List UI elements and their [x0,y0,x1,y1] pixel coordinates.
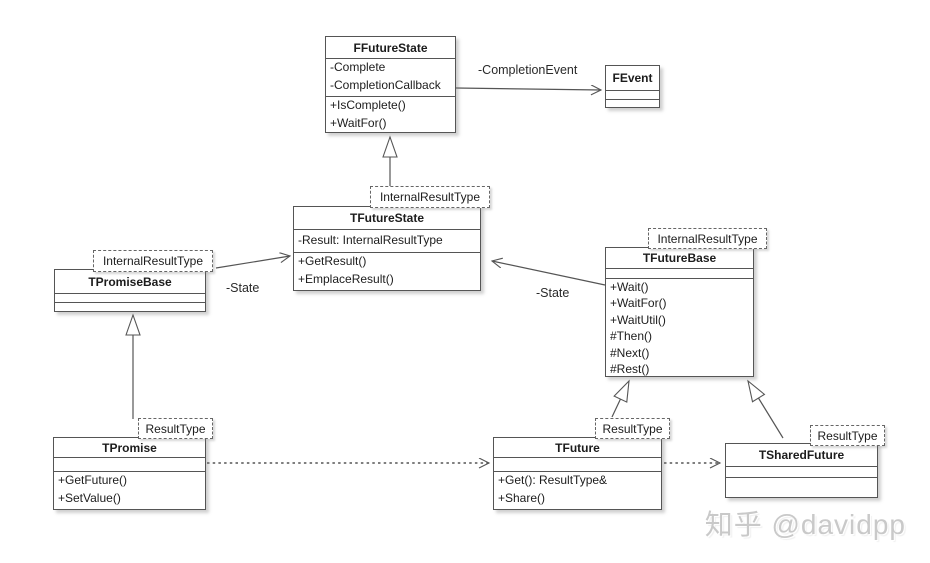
attribute: -Complete [330,60,386,74]
attributes-compartment: -Result: InternalResultType [294,229,480,252]
class-tpromise[interactable]: TPromise +GetFuture() +SetValue() [53,437,206,510]
method: #Next() [610,345,650,360]
attributes-compartment [54,457,205,471]
template-param-tag-tfuturestate: InternalResultType [370,186,490,208]
class-ffuturestate[interactable]: FFutureState -Complete -CompletionCallba… [325,36,456,133]
template-param-tag-tpromise: ResultType [138,418,213,439]
zhihu-watermark: 知乎 @davidpp [704,509,906,540]
class-title: TFuture [555,440,600,455]
method: +Get(): ResultType& [498,473,608,487]
edge-association-completionevent [455,88,601,90]
class-tfuture[interactable]: TFuture +Get(): ResultType& +Share() [493,437,662,510]
class-title: FEvent [612,71,653,85]
edge-label-completionevent: -CompletionEvent [478,63,578,77]
edge-generalization-tfuture-tfuturebase [611,379,630,418]
method: +SetValue() [58,490,121,505]
methods-compartment: +Get(): ResultType& +Share() [494,471,661,509]
class-title: TPromise [102,440,157,455]
template-param-tag-tfuture: ResultType [595,418,670,439]
methods-compartment [606,99,659,107]
method: +EmplaceResult() [298,271,394,286]
attributes-compartment: -Complete -CompletionCallback [326,58,455,96]
attributes-compartment [606,268,753,278]
template-param-tag-tfuturebase: InternalResultType [648,228,767,249]
class-tpromisebase[interactable]: TPromiseBase [54,269,206,312]
class-tfuturebase[interactable]: TFutureBase +Wait() +WaitFor() +WaitUtil… [605,247,754,377]
attribute: -Result: InternalResultType [298,233,443,247]
class-title: TSharedFuture [758,448,845,462]
edge-association-state-right [492,261,606,286]
methods-compartment: +IsComplete() +WaitFor() [326,96,455,132]
method: +Share() [498,490,546,505]
class-title: TFutureState [349,211,424,225]
class-fevent[interactable]: FEvent [605,65,660,108]
edge-label-state-left: -State [226,281,260,295]
methods-compartment: +GetFuture() +SetValue() [54,471,205,509]
method: +IsComplete() [330,98,406,112]
method: +WaitFor() [610,296,667,311]
method: #Rest() [610,362,650,376]
class-tsharedfuture[interactable]: TSharedFuture [725,443,878,498]
method: +GetFuture() [58,473,128,487]
methods-compartment [726,477,877,497]
method: +WaitFor() [330,115,387,130]
attribute: -CompletionCallback [330,77,441,92]
edge-association-state-left [215,256,290,269]
class-title: FFutureState [353,40,428,55]
method: +Wait() [610,280,649,294]
attributes-compartment [55,293,205,302]
attributes-compartment [606,90,659,99]
methods-compartment: +Wait() +WaitFor() +WaitUtil() #Then() #… [606,278,753,376]
attributes-compartment [494,457,661,471]
edge-label-state-right: -State [536,286,570,300]
method: #Then() [610,329,653,344]
class-tfuturestate[interactable]: TFutureState -Result: InternalResultType… [293,206,481,291]
attributes-compartment [726,466,877,477]
method: +WaitUtil() [610,312,666,327]
edge-generalization-tsharedfuture-tfuturebase [747,379,784,439]
methods-compartment [55,302,205,311]
class-title: TFutureBase [642,251,717,265]
template-param-tag-tpromisebase: InternalResultType [93,250,213,272]
methods-compartment: +GetResult() +EmplaceResult() [294,252,480,290]
method: +GetResult() [298,254,367,268]
template-param-tag-tsharedfuture: ResultType [810,425,885,446]
class-title: TPromiseBase [88,274,172,289]
